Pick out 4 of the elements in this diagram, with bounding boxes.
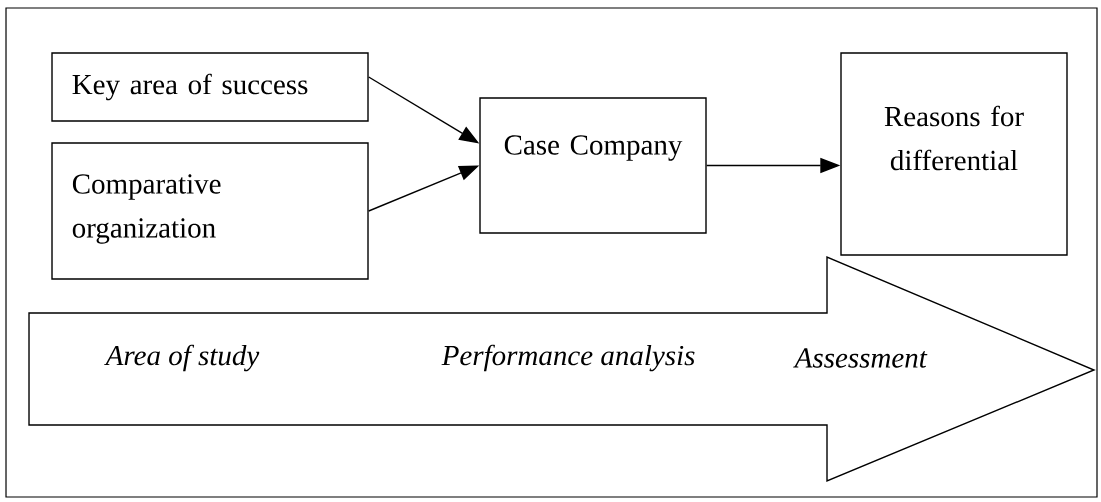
process-box: Case Company	[479, 97, 707, 234]
process-box: Reasons for differential	[840, 52, 1068, 256]
process-box: Key area of success	[51, 52, 369, 122]
process-box: Comparative organization	[51, 142, 369, 280]
